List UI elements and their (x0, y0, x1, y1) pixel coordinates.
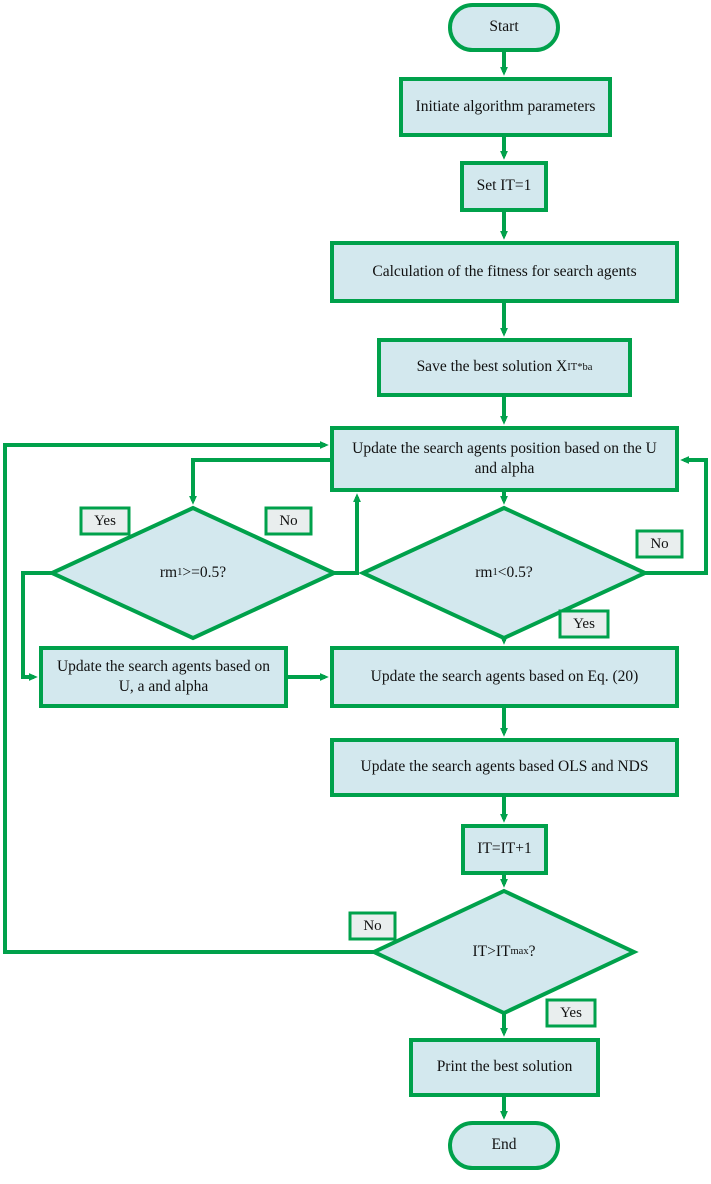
node-save-best-shape (377, 338, 632, 397)
edge-decision-right-no-to-update-position (645, 456, 708, 575)
node-print-best-shape (409, 1038, 600, 1097)
edge-label-left-yes-box (79, 506, 131, 536)
node-it-increment-shape (461, 824, 548, 875)
edge-label-right-no-box (635, 529, 684, 559)
node-update-position-shape (330, 426, 679, 492)
node-start-shape (448, 3, 560, 52)
node-set-it-shape (460, 161, 548, 212)
edge-update-position-to-decision-left (189, 458, 332, 505)
edge-label-right-yes-box (558, 609, 610, 639)
edge-decision-left-no-to-update-position (334, 493, 361, 575)
edge-label-loop-no-box (348, 911, 397, 941)
edge-label-end-yes-box (545, 998, 597, 1028)
edge-decision-left-yes-to-update-u-a-alpha (21, 571, 52, 681)
node-decision-left-shape (47, 505, 339, 641)
edge-label-left-no-box (264, 506, 313, 536)
node-end-shape (448, 1121, 560, 1170)
node-update-u-a-alpha-shape (39, 646, 288, 708)
node-update-ols-nds-shape (330, 738, 679, 797)
node-fitness-shape (330, 241, 679, 303)
node-decision-it-max-shape (369, 888, 639, 1016)
node-update-eq20-shape (330, 646, 679, 708)
edge-decision-it-max-no-loop (3, 441, 374, 954)
node-init-shape (399, 77, 612, 137)
